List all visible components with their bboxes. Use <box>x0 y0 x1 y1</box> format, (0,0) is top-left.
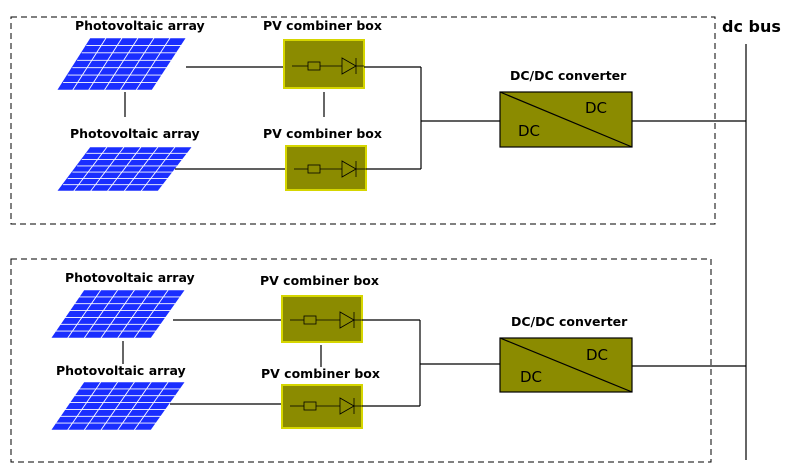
photovoltaic-array-3 <box>50 289 186 339</box>
converter-label: DC/DC converter <box>510 68 627 83</box>
group-1-boundary <box>10 16 716 225</box>
pv-combiner-box-2 <box>285 145 367 191</box>
photovoltaic-array-4 <box>50 381 186 431</box>
combiner-label: PV combiner box <box>263 126 382 141</box>
converter-input-text: DC <box>520 368 542 386</box>
combiner-label: PV combiner box <box>261 366 380 381</box>
converter-input-text: DC <box>518 122 540 140</box>
group-2-boundary <box>10 258 712 463</box>
array-label: Photovoltaic array <box>70 126 200 141</box>
pv-group-1: Photovoltaic array PV combiner box <box>10 16 746 225</box>
converter-output-text: DC <box>586 346 608 364</box>
converter-label: DC/DC converter <box>511 314 628 329</box>
combiner-label: PV combiner box <box>263 18 382 33</box>
dc-bus-label: dc bus <box>722 17 781 36</box>
combiner-label: PV combiner box <box>260 273 379 288</box>
pv-combiner-box-1 <box>283 39 365 89</box>
array-label: Photovoltaic array <box>56 363 186 378</box>
dc-dc-converter-2: DC DC <box>499 337 633 393</box>
dc-dc-converter-1: DC DC <box>499 91 633 148</box>
converter-output-text: DC <box>585 99 607 117</box>
photovoltaic-array-2 <box>56 146 193 192</box>
pv-group-2: Photovoltaic array PV combiner box <box>10 258 746 463</box>
photovoltaic-array-1 <box>56 37 187 91</box>
array-label: Photovoltaic array <box>75 18 205 33</box>
pv-combiner-box-4 <box>281 384 363 429</box>
pv-combiner-box-3 <box>281 295 363 343</box>
array-label: Photovoltaic array <box>65 270 195 285</box>
